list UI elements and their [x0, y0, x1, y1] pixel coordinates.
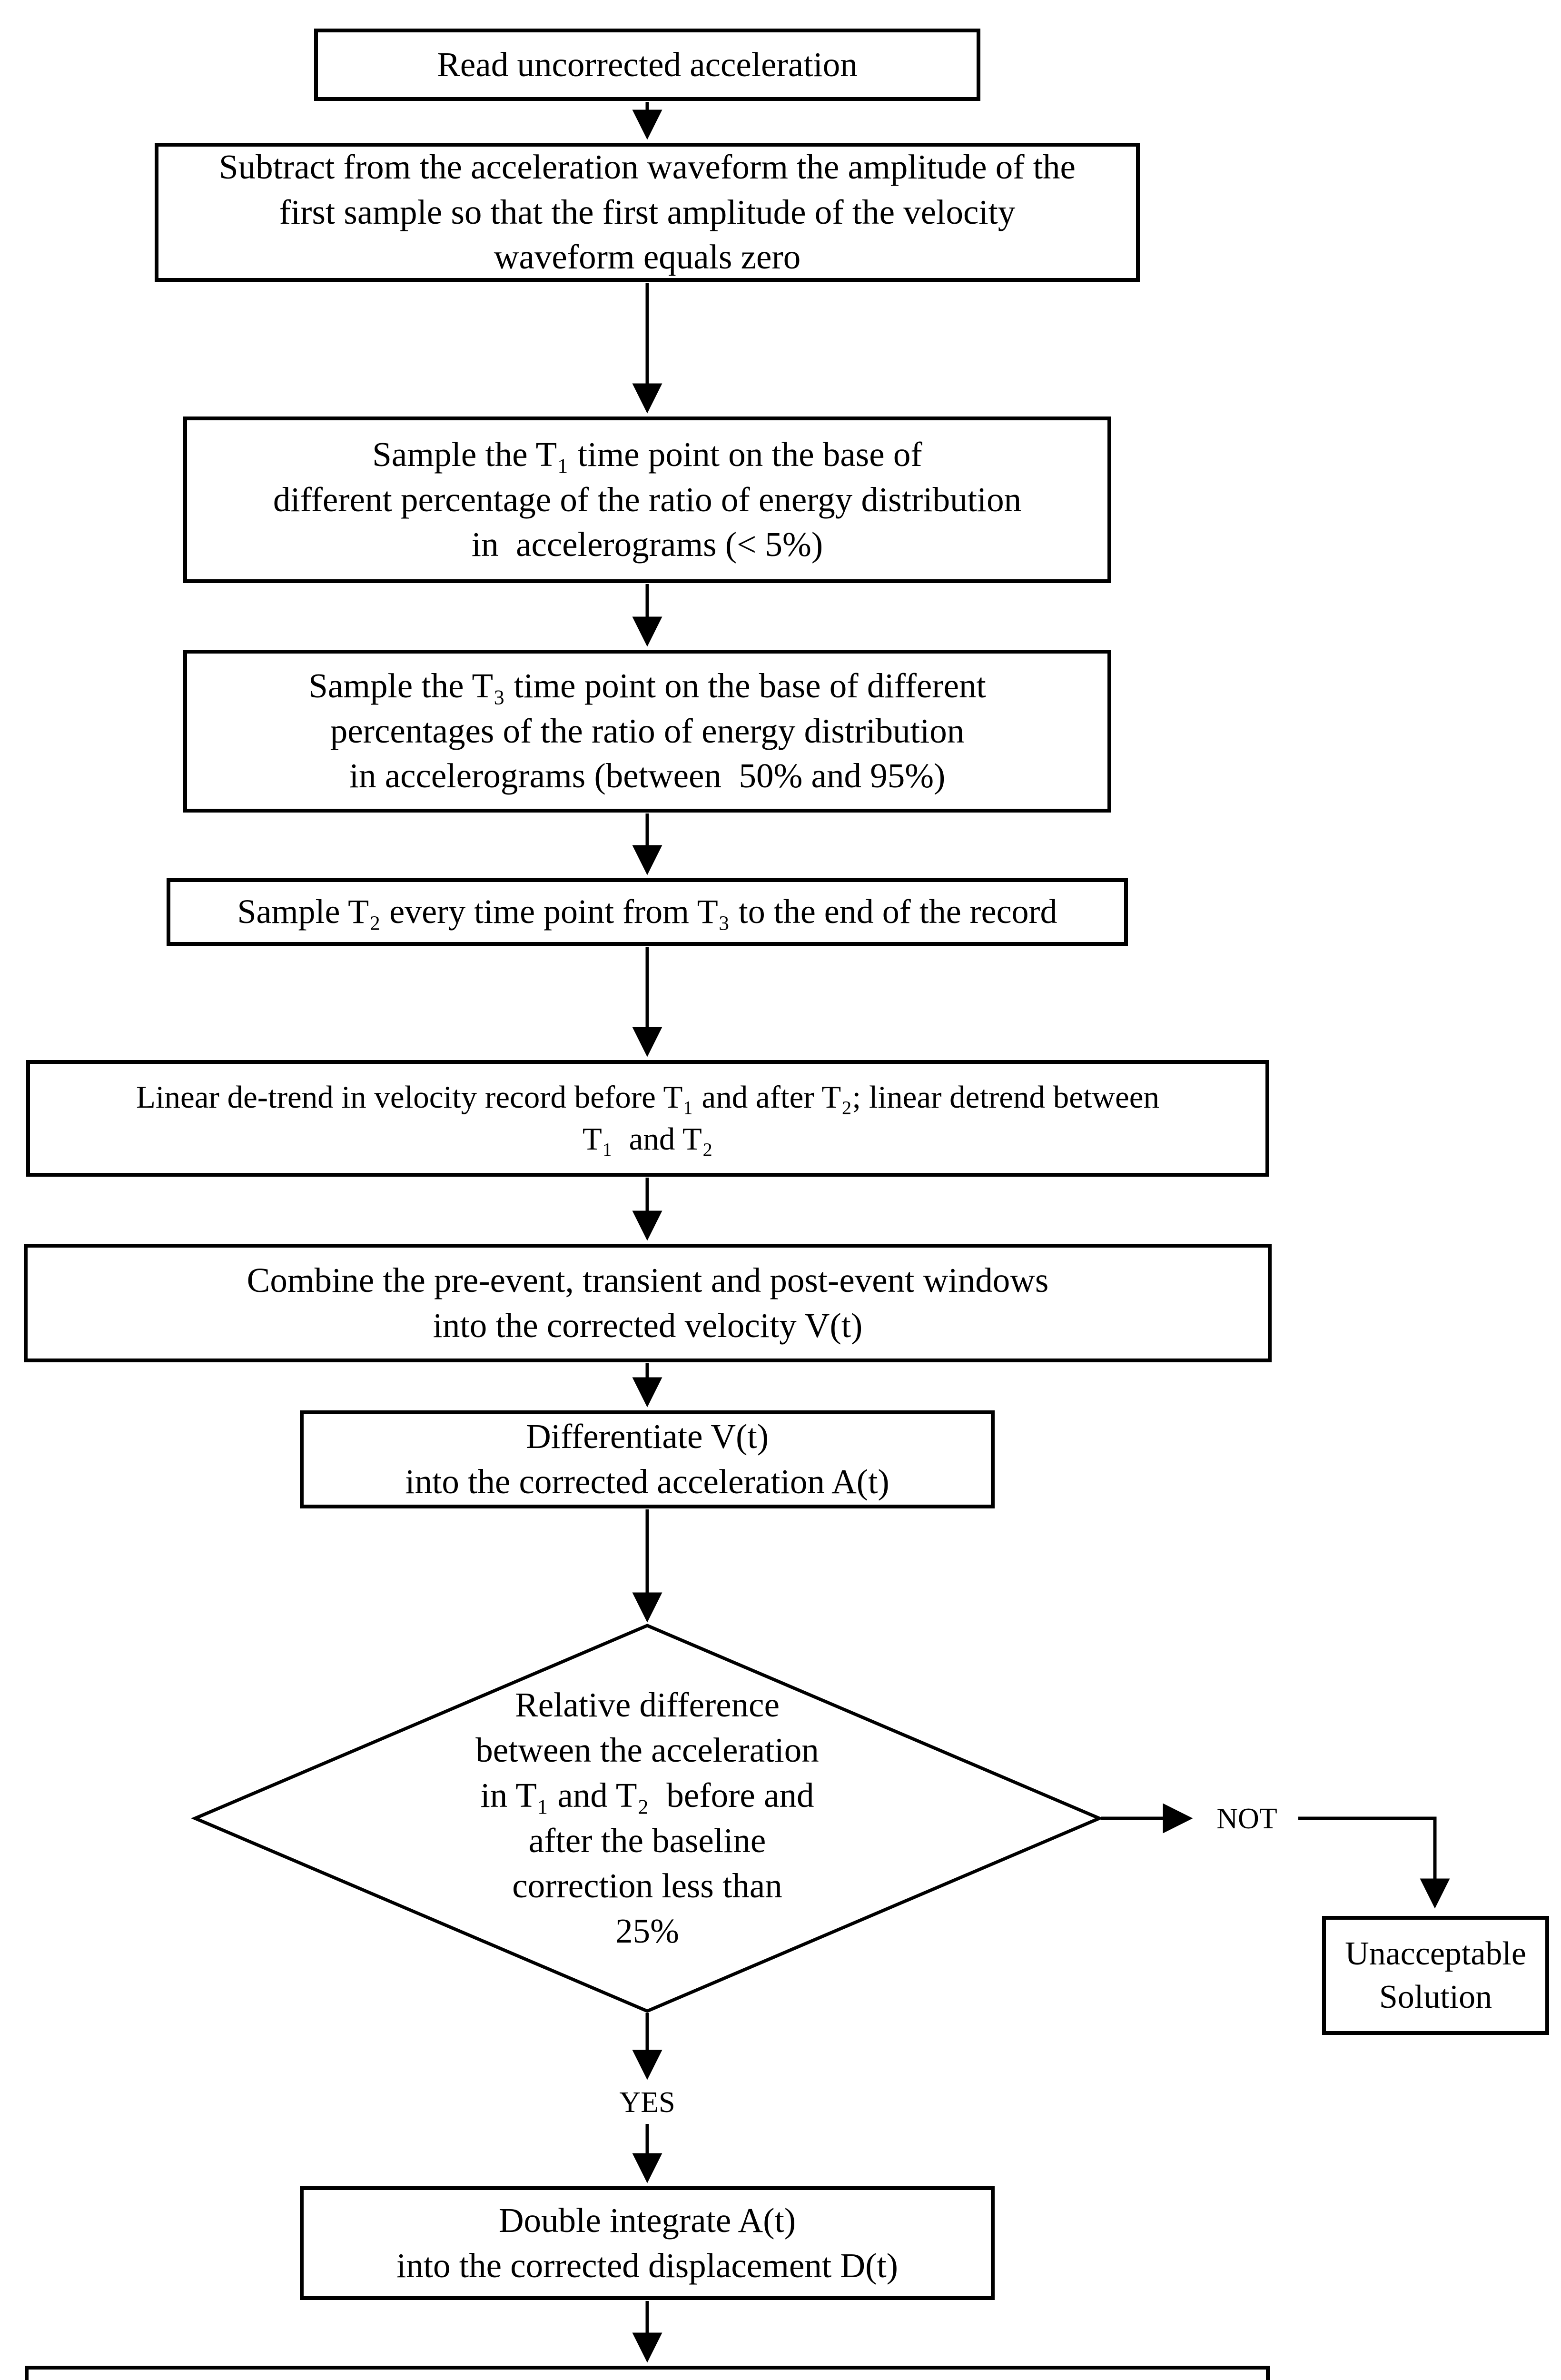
node-subtract-first-sample: Subtract from the acceleration waveform … [155, 143, 1140, 282]
arrow-not-to-unacceptable [1298, 1816, 1450, 1909]
decision-diamond [191, 1624, 1104, 2013]
node-differentiate-vt: Differentiate V(t)into the corrected acc… [300, 1410, 995, 1508]
node-calculate-flatness-indicator: Calculate the flatness indicator (f-valu… [25, 2366, 1270, 2380]
node-read-uncorrected-acceleration: Read uncorrected acceleration [314, 29, 980, 101]
node-combine-windows: Combine the pre-event, transient and pos… [24, 1244, 1272, 1362]
branch-label-yes: YES [619, 2086, 675, 2119]
node-sample-t2: Sample T₂ every time point from T₃ to th… [167, 878, 1128, 946]
node-linear-detrend: Linear de-trend in velocity record befor… [26, 1060, 1269, 1177]
node-double-integrate: Double integrate A(t)into the corrected … [300, 2186, 995, 2300]
node-sample-t3: Sample the T₃ time point on the base of … [183, 650, 1111, 813]
branch-label-not: NOT [1216, 1802, 1277, 1835]
